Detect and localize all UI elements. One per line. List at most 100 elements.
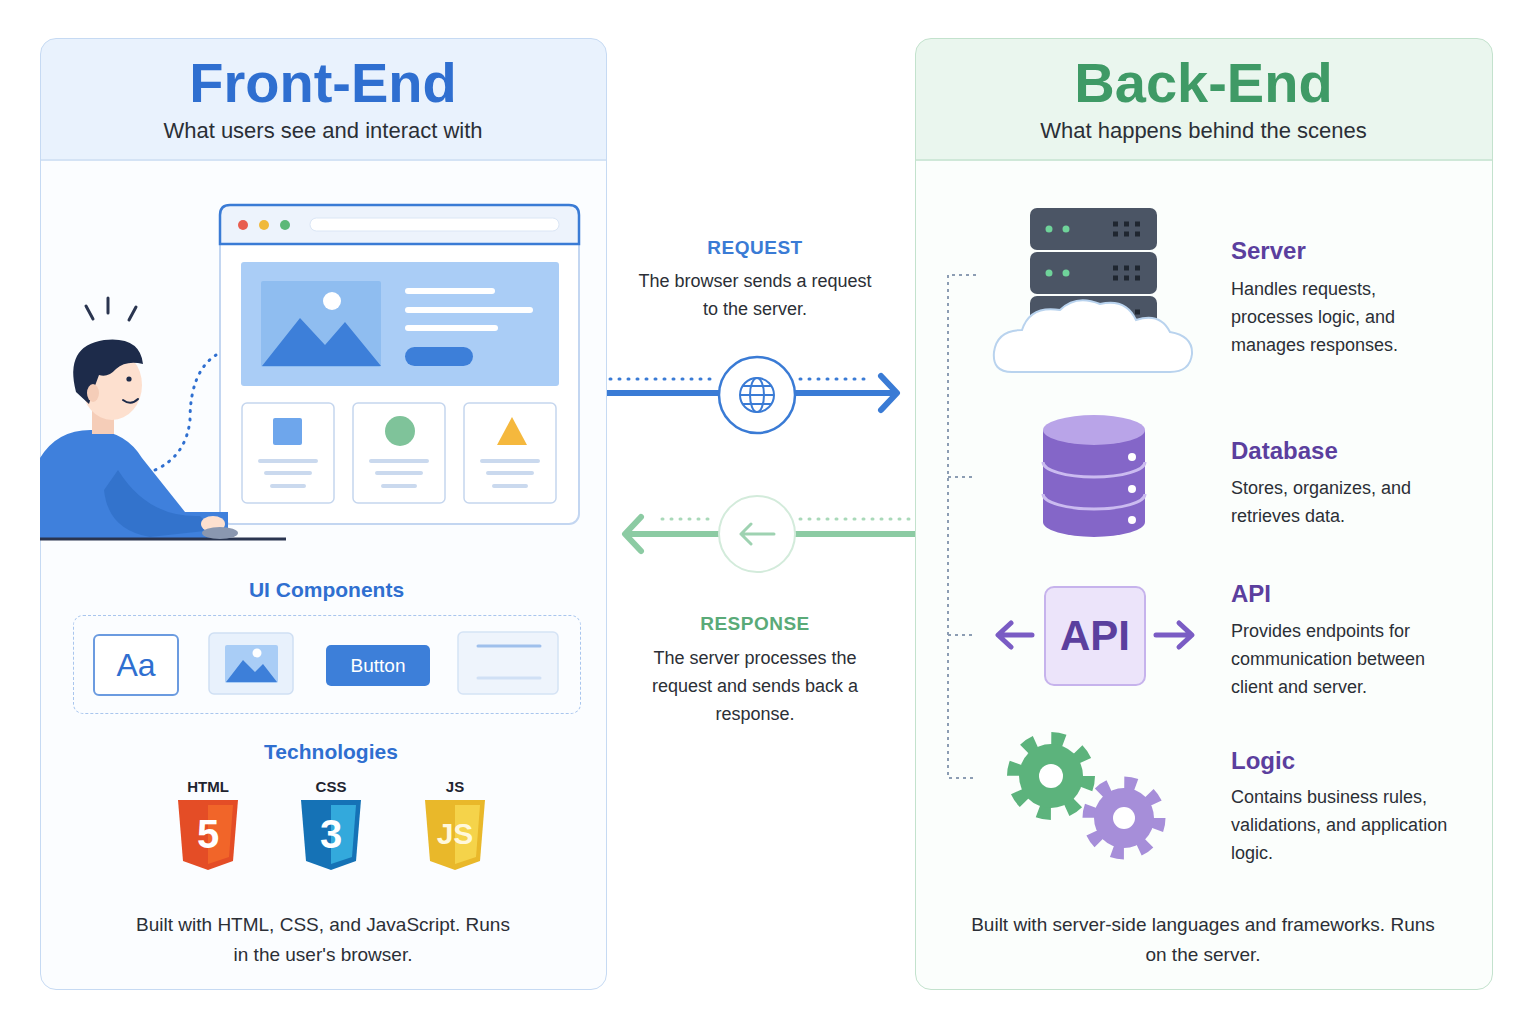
dotted-trail (800, 518, 912, 521)
user-figure (40, 298, 286, 539)
user-arm (104, 470, 214, 537)
html-shield-highlight (208, 805, 233, 864)
text-line (405, 325, 498, 331)
globe-parallels (740, 386, 774, 404)
panel-subtitle: What users see and interact with (41, 117, 605, 145)
gear-hole (1113, 807, 1135, 829)
cloud-shape (994, 300, 1192, 372)
text-component: Aa (93, 634, 179, 696)
dotted-trail (662, 518, 716, 521)
tech-name: CSS (291, 777, 371, 797)
circle-icon (385, 416, 415, 446)
text-line (478, 645, 540, 648)
desk-line (40, 538, 286, 541)
component-title: Database (1231, 436, 1471, 466)
connector-line (628, 531, 915, 537)
api-box: API (1044, 586, 1146, 686)
group-heading: UI Components (74, 577, 579, 603)
sun-shape (253, 649, 262, 658)
response-arrow (625, 517, 915, 551)
hero-button (405, 347, 473, 366)
panel-subtitle: What happens behind the scenes (916, 117, 1491, 145)
text-component (458, 632, 558, 694)
user-smile (123, 399, 138, 403)
return-badge (719, 496, 795, 572)
user-neck (92, 408, 114, 434)
arrow-head (625, 517, 641, 551)
server-leds (1049, 229, 1066, 317)
triangle-icon (497, 417, 527, 445)
gear-body (1094, 788, 1154, 848)
user-ear (87, 384, 99, 402)
card (242, 403, 334, 503)
return-symbol (741, 524, 774, 544)
button-component: Button (326, 645, 430, 686)
component-description: Contains business rules, validations, an… (1231, 783, 1476, 867)
user-eye (126, 376, 131, 381)
panel-footer: Built with server-side languages and fra… (963, 910, 1443, 970)
flow-description: The server processes the request and sen… (635, 644, 875, 728)
panel-title: Back-End (916, 53, 1491, 113)
user-hand (201, 516, 225, 532)
server-unit (1030, 208, 1157, 250)
window-dot (280, 220, 290, 230)
square-icon (273, 418, 302, 445)
panel-title: Front-End (41, 53, 605, 113)
panel-footer: Built with HTML, CSS, and JavaScript. Ru… (133, 910, 513, 970)
card (464, 403, 556, 503)
html-shield (178, 800, 238, 870)
js-shield (425, 800, 485, 870)
globe-meridian (750, 378, 764, 412)
logo-mark: 3 (303, 812, 359, 856)
card (353, 403, 445, 503)
flow-decorations (610, 357, 912, 572)
server-unit (1030, 296, 1157, 338)
window-dot (238, 220, 248, 230)
address-bar (310, 218, 559, 231)
globe-badge (719, 357, 795, 433)
database-top (1043, 415, 1145, 445)
mouse-shape (202, 527, 238, 539)
gear-body (1019, 744, 1083, 808)
window-dot (259, 220, 269, 230)
database-dot (1128, 516, 1136, 524)
component-group: UI ComponentsAaButton (73, 615, 581, 714)
image-component (209, 633, 293, 694)
user-head (82, 350, 142, 420)
css-shield-highlight (331, 805, 356, 864)
mountain-shape (262, 318, 381, 366)
hero-image (261, 281, 381, 367)
database-body (1043, 430, 1145, 537)
user-body (40, 430, 228, 538)
component-title: API (1231, 579, 1471, 609)
api-text: API (1046, 588, 1144, 684)
logo-mark: 5 (180, 812, 236, 856)
window-titlebar (220, 205, 579, 244)
request-arrow (607, 376, 897, 410)
component-title: Logic (1231, 746, 1471, 776)
flow-description: The browser sends a request to the serve… (635, 267, 875, 323)
component-description: Handles requests, processes logic, and m… (1231, 275, 1436, 359)
window-frame (220, 205, 579, 524)
mountain-shape (226, 660, 277, 682)
hero-banner (241, 262, 559, 386)
edge-label: RESPONSE (645, 612, 865, 636)
server-vents (1113, 224, 1142, 322)
api-arrow-left (998, 623, 1032, 647)
database-dot (1128, 485, 1136, 493)
section-heading: Technologies (201, 739, 461, 765)
edge-label: REQUEST (645, 236, 865, 260)
database-bands (1043, 462, 1145, 509)
connector-line (607, 390, 894, 396)
component-text: Aa (95, 636, 177, 694)
gear-teeth (1089, 783, 1159, 853)
backend-icons (948, 208, 1192, 853)
dotted-trail (610, 378, 716, 381)
component-description: Provides endpoints for communication bet… (1231, 617, 1456, 701)
user-hair (73, 340, 143, 405)
